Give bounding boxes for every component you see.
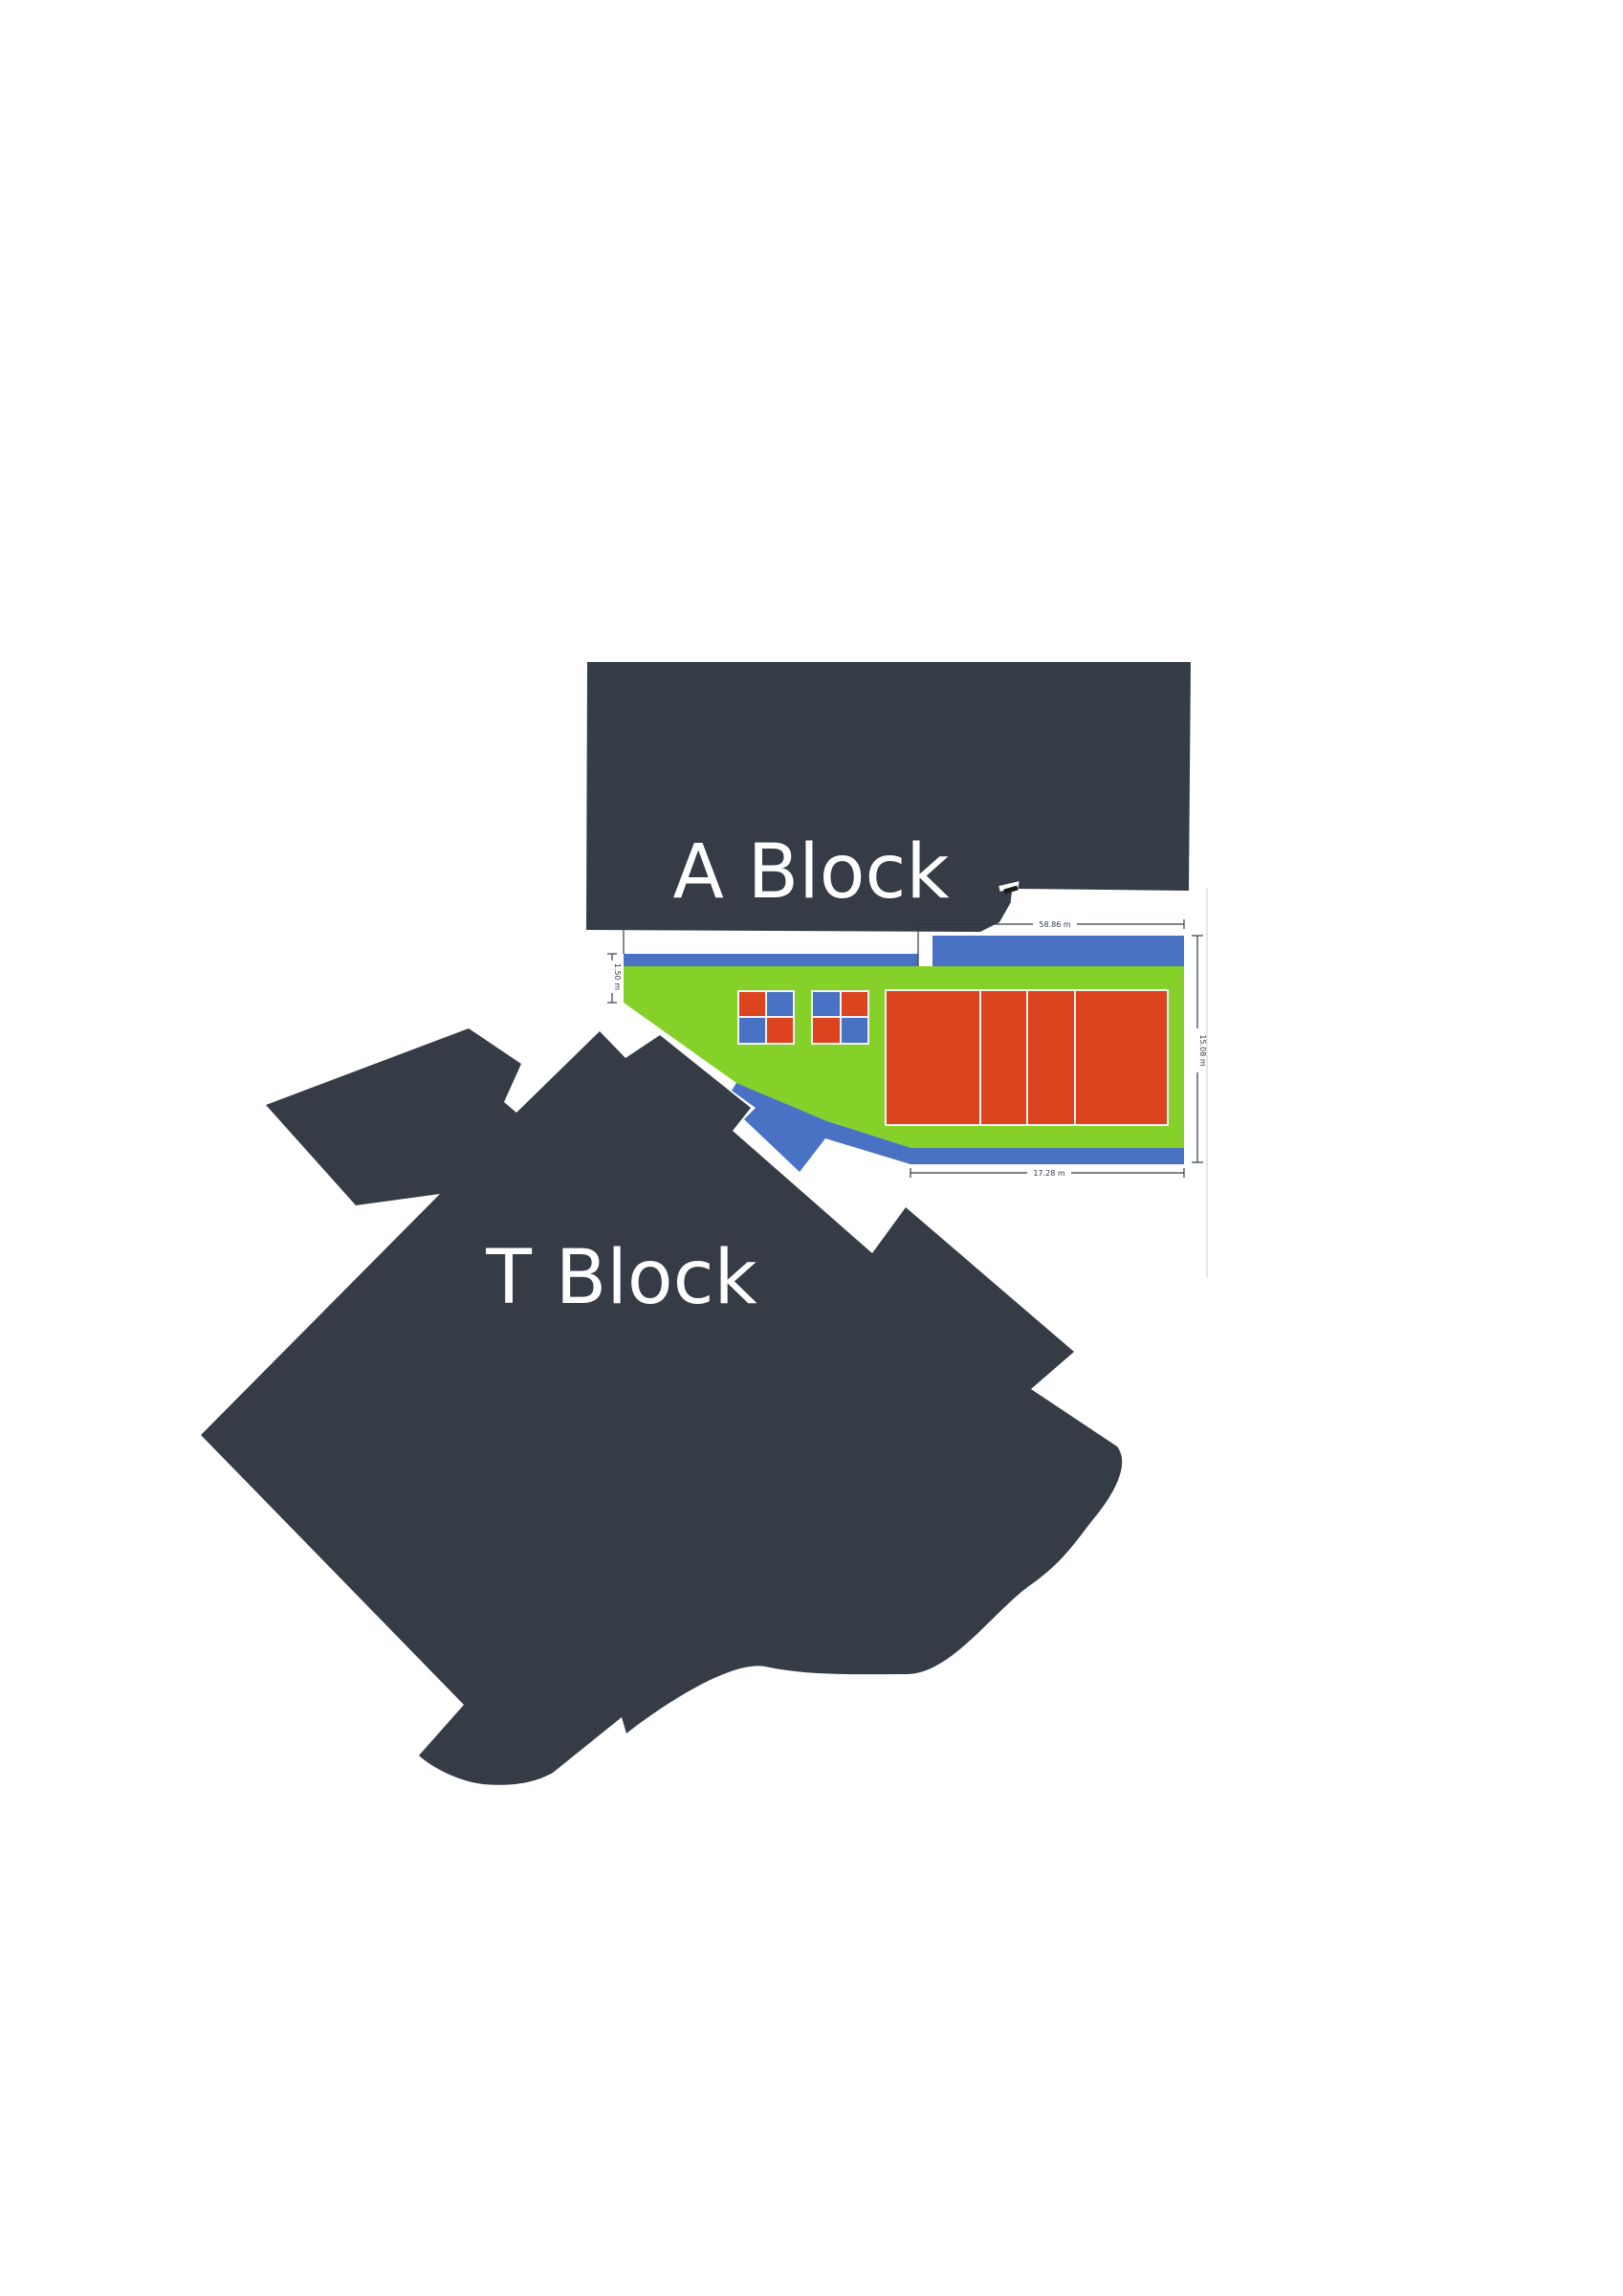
dimension-right-text: 15.08 m (1198, 1034, 1207, 1066)
t-block-building (201, 1028, 1123, 1785)
footpath-top (624, 936, 1184, 966)
dimension-left: 1.50 m (606, 953, 622, 1004)
small-court-2 (811, 990, 869, 1045)
dimension-bottom: 17.28 m (910, 1167, 1185, 1178)
dimension-right: 15.08 m (1192, 935, 1207, 1163)
dimension-left-text: 1.50 m (613, 963, 622, 990)
a-block-label: A Block (672, 829, 949, 916)
a-block-building (586, 662, 1191, 932)
dimension-top-text: 58.86 m (1039, 920, 1070, 929)
dimension-bottom-text: 17.28 m (1033, 1169, 1064, 1178)
main-court (885, 989, 1169, 1126)
a-block-hook-mark (1003, 885, 1019, 894)
footpath-bottom (732, 1083, 1184, 1172)
small-court-1 (737, 990, 795, 1045)
a-block-entrance-mark (998, 881, 1034, 904)
dimension-top: 58.86 m (623, 918, 1185, 966)
t-block-label: T Block (485, 1235, 757, 1321)
